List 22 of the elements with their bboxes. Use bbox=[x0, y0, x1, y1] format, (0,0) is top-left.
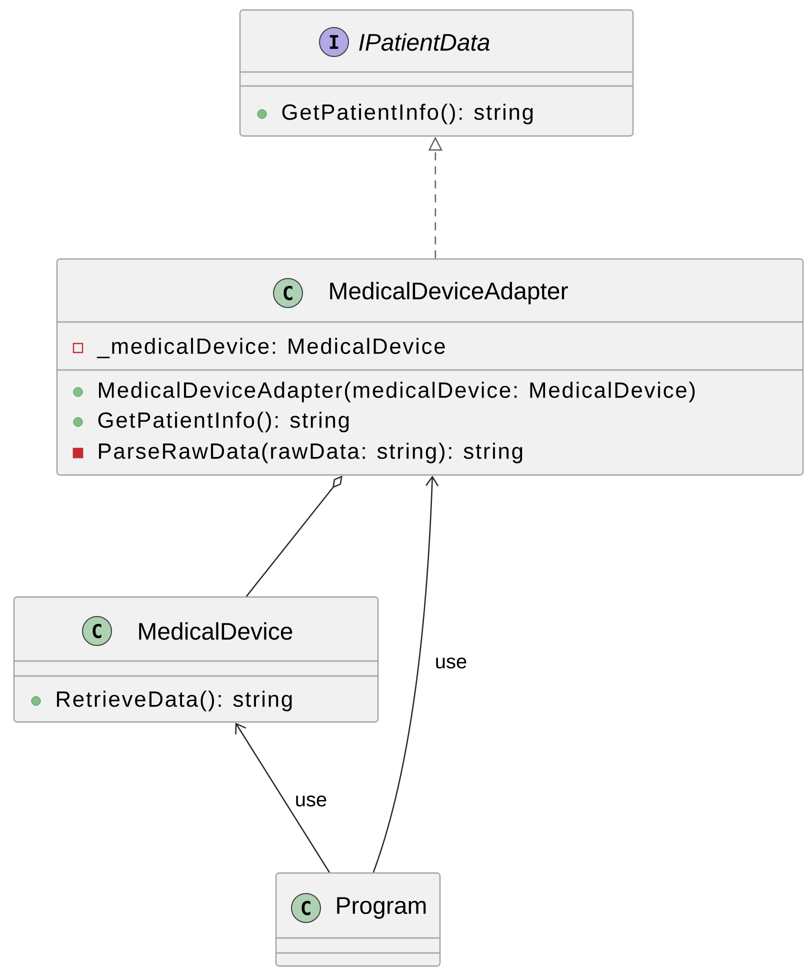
type-badge: C bbox=[82, 616, 112, 646]
class-box bbox=[275, 872, 441, 967]
class-name: IPatientData bbox=[359, 33, 490, 51]
class-box bbox=[13, 596, 379, 723]
arrow bbox=[372, 476, 439, 873]
edge-label: use bbox=[294, 794, 328, 808]
class-box bbox=[56, 258, 804, 476]
type-badge: C bbox=[291, 893, 321, 923]
class-box bbox=[239, 9, 634, 137]
class-name: Program bbox=[337, 897, 426, 919]
member-text: MedicalDeviceAdapter(medicalDevice: MedicalDevice) bbox=[99, 382, 695, 402]
type-badge: I bbox=[319, 27, 349, 57]
member-text: RetrieveData(): string bbox=[57, 690, 292, 712]
class-name: MedicalDeviceAdapter bbox=[330, 282, 568, 304]
type-badge: C bbox=[273, 278, 303, 308]
class-name: MedicalDevice bbox=[139, 622, 292, 640]
member-text: _medicalDevice: MedicalDevice bbox=[96, 338, 445, 358]
arrow bbox=[235, 722, 330, 873]
member-text: GetPatientInfo(): string bbox=[282, 104, 533, 124]
member-text: GetPatientInfo(): string bbox=[98, 412, 349, 432]
edge-label: use bbox=[434, 656, 468, 670]
member-text: ParseRawData(rawData: string): string bbox=[99, 442, 522, 464]
